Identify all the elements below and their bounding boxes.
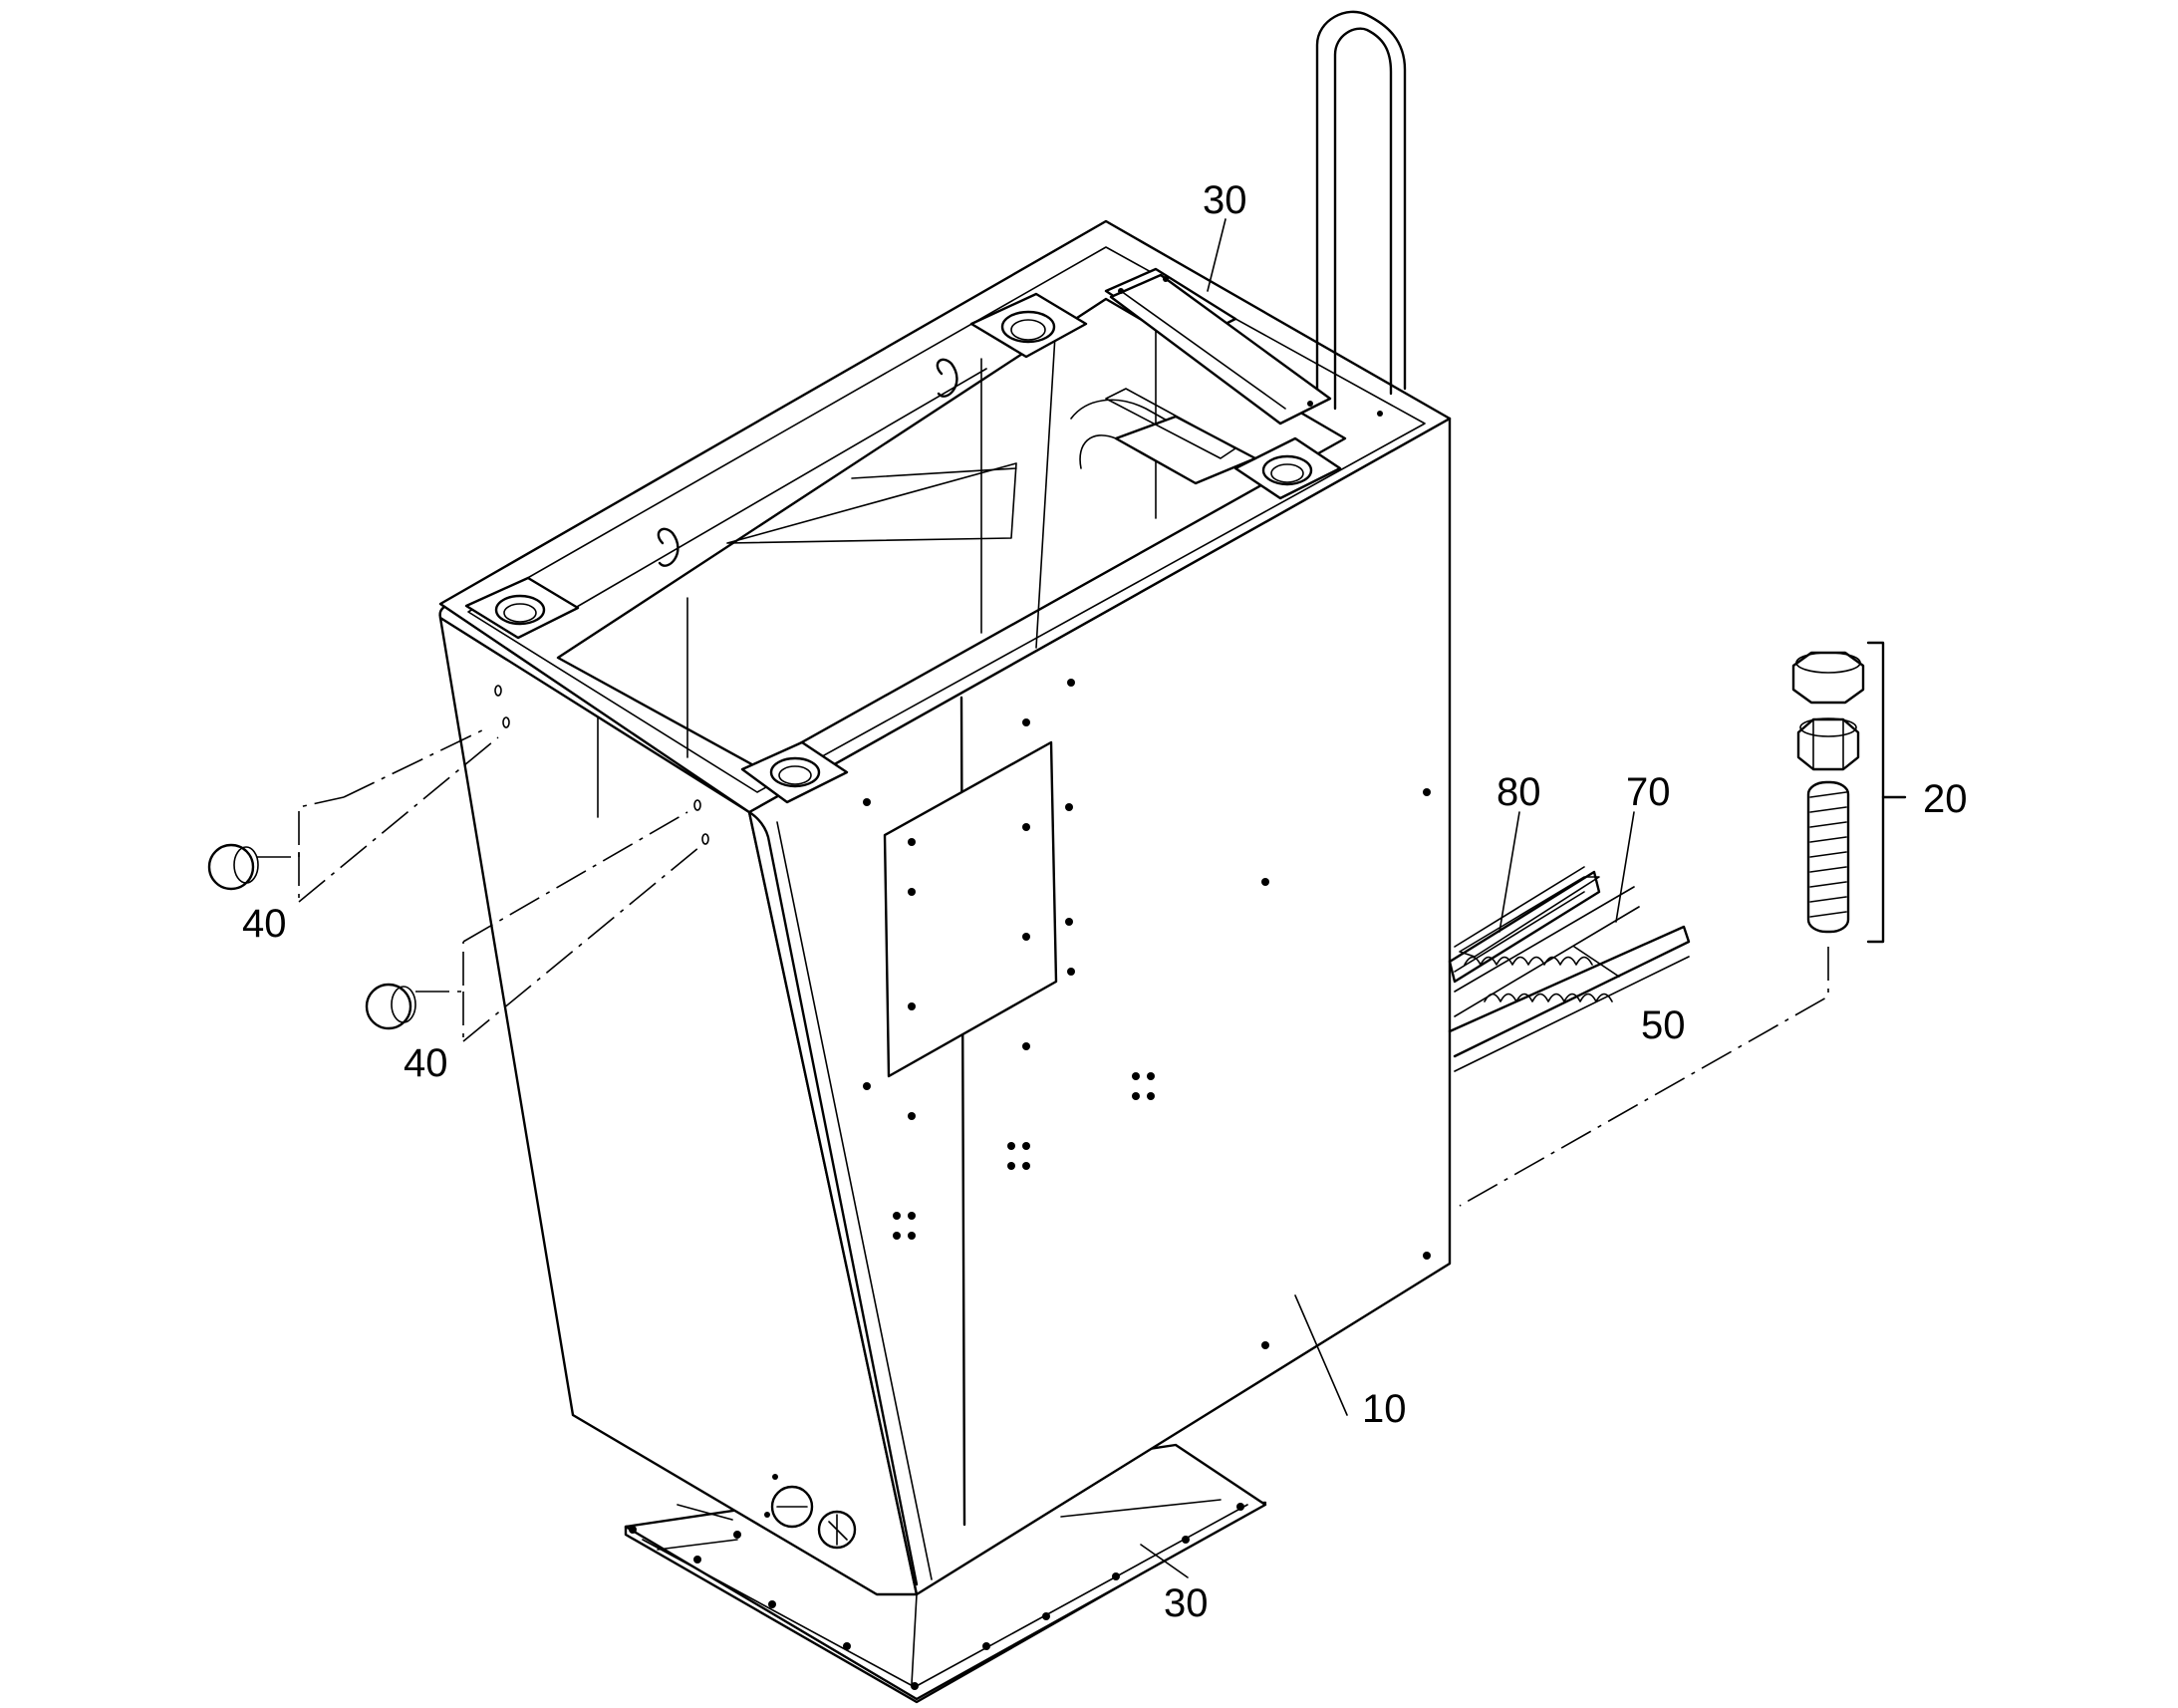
corner-flange (740, 740, 849, 804)
handle (1315, 10, 1407, 411)
leader-lines (1140, 218, 1635, 1578)
base-plate-bolts (629, 1503, 1244, 1690)
profile-80 (1454, 866, 1593, 973)
access-panel (883, 740, 1058, 1078)
housing (438, 219, 1452, 1596)
callout-40-upper: 40 (242, 902, 287, 946)
profile-rails (1448, 866, 1691, 1072)
callouts: 30 10 30 40 40 80 70 50 20 (242, 178, 1968, 1625)
plug-lower (365, 983, 416, 1030)
callout-10: 10 (1362, 1387, 1407, 1431)
callout-70: 70 (1626, 770, 1671, 814)
corner-flange (464, 576, 580, 640)
profile-50 (1448, 925, 1691, 1072)
callout-50: 50 (1641, 1003, 1686, 1047)
foot-assembly (1791, 641, 1907, 944)
profile-70 (1454, 886, 1640, 1017)
callout-30-top: 30 (1203, 178, 1247, 222)
callout-40-lower: 40 (404, 1041, 448, 1085)
plug-upper (207, 843, 259, 891)
assembly-lines (257, 726, 1829, 1207)
top-cover-plate (1104, 267, 1383, 426)
housing-holes (863, 679, 1431, 1349)
callout-80: 80 (1497, 770, 1541, 814)
connector-symbols (764, 1474, 857, 1550)
plug-holes (494, 685, 709, 845)
callout-20: 20 (1923, 777, 1968, 821)
callout-30-bottom: 30 (1164, 1581, 1209, 1625)
corner-flange (969, 292, 1088, 359)
corner-flange (1233, 436, 1342, 500)
